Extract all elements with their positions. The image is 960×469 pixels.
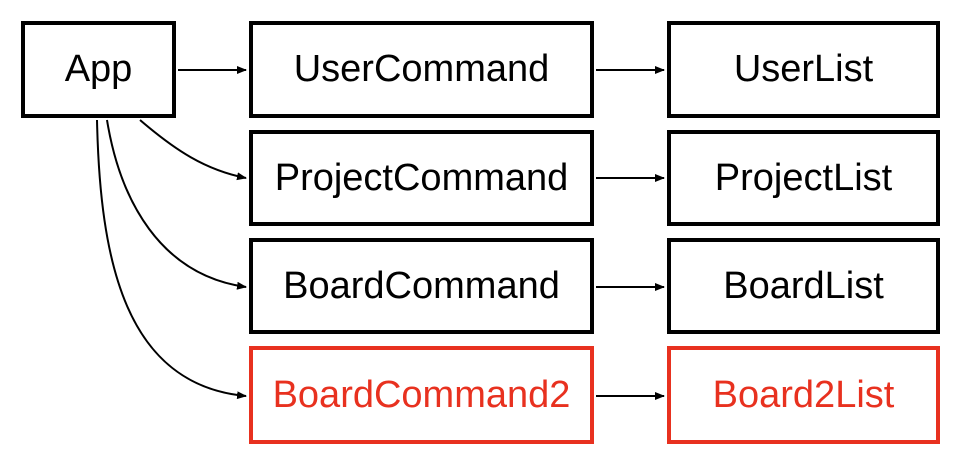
node-app: App <box>21 21 176 118</box>
node-user-list: UserList <box>667 21 940 118</box>
node-board-command2: BoardCommand2 <box>249 346 594 444</box>
node-board2-list: Board2List <box>667 346 940 444</box>
node-board-list: BoardList <box>667 238 940 334</box>
node-project-list: ProjectList <box>667 130 940 226</box>
node-board-command: BoardCommand <box>249 238 594 334</box>
node-project-command: ProjectCommand <box>249 130 594 226</box>
arrow-app-to-projectcommand <box>139 119 247 181</box>
arrow-app-to-boardcommand2 <box>96 119 247 400</box>
arrow-app-to-boardcommand <box>106 119 247 290</box>
node-user-command: UserCommand <box>249 21 594 118</box>
